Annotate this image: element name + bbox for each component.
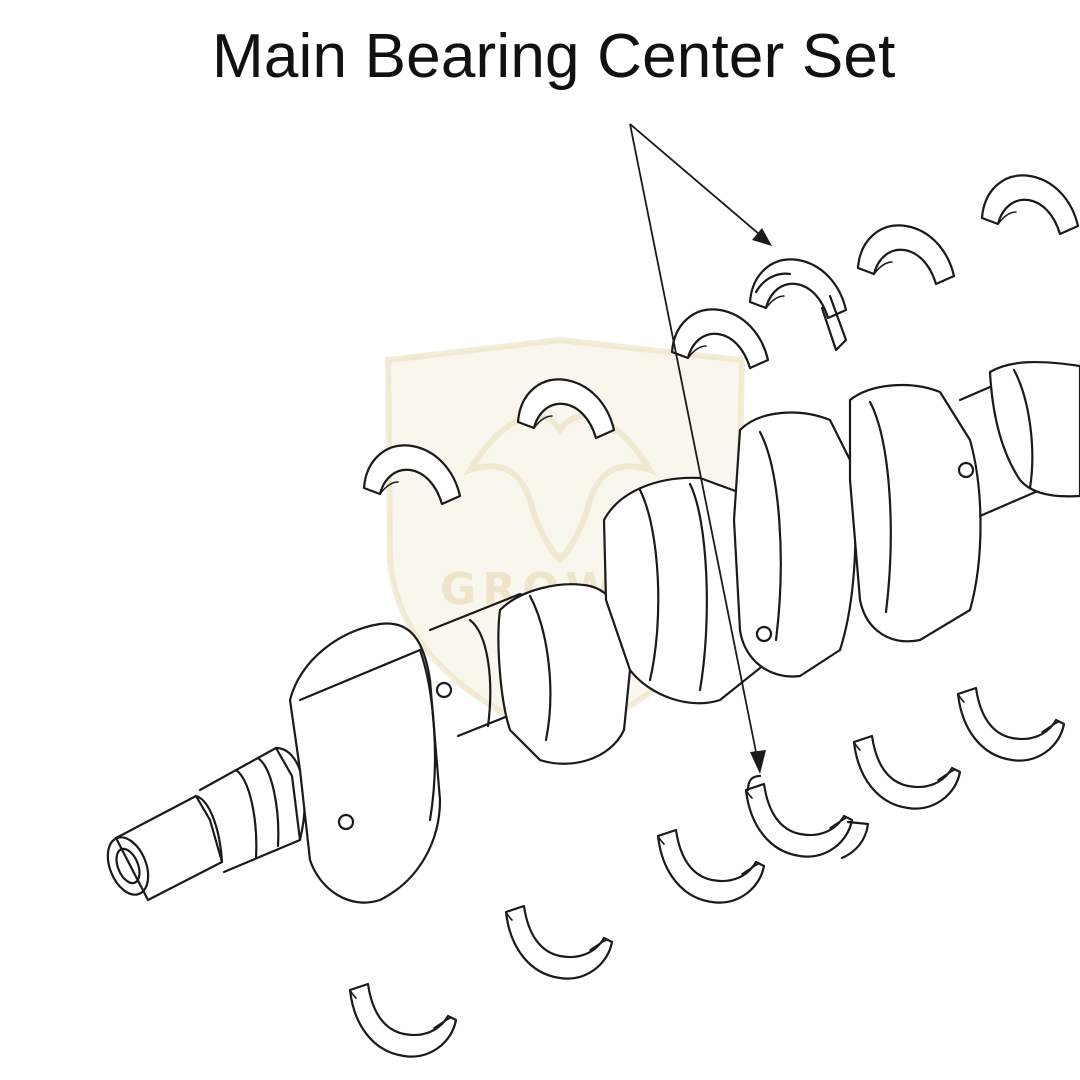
arrowhead-upper-icon bbox=[752, 228, 772, 246]
lower-bearing-shells bbox=[348, 686, 1066, 1058]
lower-center-bearing-shell bbox=[744, 774, 870, 860]
leader-line-upper bbox=[629, 123, 767, 241]
lower-bearing-shell bbox=[956, 686, 1066, 762]
upper-center-bearing-shell bbox=[748, 258, 848, 352]
diagram-title: Main Bearing Center Set bbox=[212, 22, 896, 91]
lower-bearing-shell bbox=[852, 734, 962, 810]
lower-bearing-shell bbox=[504, 904, 614, 980]
upper-bearing-shells bbox=[362, 174, 1080, 506]
leader-lines bbox=[629, 123, 772, 774]
leader-line-lower bbox=[629, 123, 759, 763]
arrowhead-lower-icon bbox=[750, 750, 766, 774]
upper-bearing-shell bbox=[980, 174, 1080, 236]
lower-bearing-shell bbox=[348, 982, 458, 1058]
lower-bearing-shell bbox=[656, 828, 766, 904]
upper-bearing-shell bbox=[856, 224, 956, 286]
eagle-shield-icon bbox=[463, 412, 657, 565]
